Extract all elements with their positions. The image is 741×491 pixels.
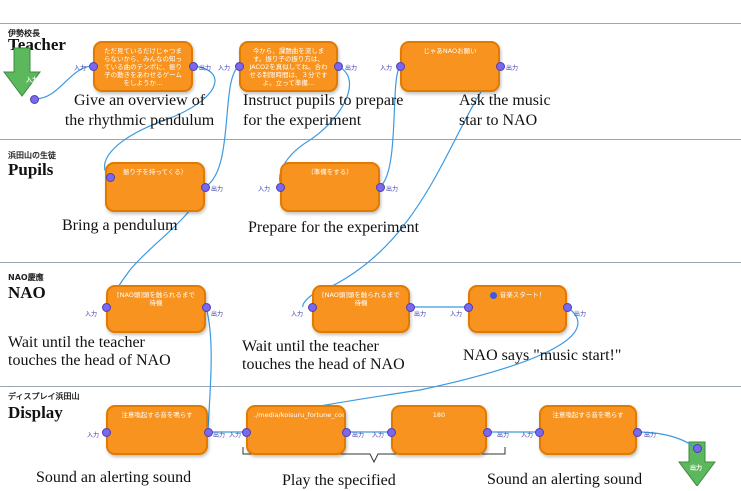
d3-in-label: 入力 <box>372 432 385 439</box>
n1-out-port[interactable] <box>202 303 211 312</box>
link-start-t1 <box>34 65 94 100</box>
d3-in-port[interactable] <box>387 428 396 437</box>
t2-out-label: 出力 <box>345 65 358 72</box>
step-display-alert-2[interactable]: 注意喚起する音を鳴らす <box>539 405 637 455</box>
p2-out-label: 出力 <box>386 186 399 193</box>
lane-nao-jp: NAO慶應 <box>8 273 44 282</box>
d2-in-port[interactable] <box>242 428 251 437</box>
d4-in-label: 入力 <box>521 432 534 439</box>
caption-music-start: NAO says "music start!" <box>463 347 622 364</box>
caption-wait-2: Wait until the teacher touches the head … <box>242 338 405 374</box>
d4-out-port[interactable] <box>633 428 642 437</box>
t3-in-label: 入力 <box>380 65 393 72</box>
lane-display-jp: ディスプレイ浜田山 <box>8 392 80 401</box>
t3-out-port[interactable] <box>496 62 505 71</box>
play-bracket <box>242 447 506 464</box>
n1-in-label: 入力 <box>85 311 98 318</box>
link-n1-d1 <box>205 306 212 431</box>
n2-out-port[interactable] <box>406 303 415 312</box>
step-pupils-bring[interactable]: 振り子を持ってくる） <box>105 162 205 212</box>
caption-overview-text: Give an overview of the rhythmic pendulu… <box>64 92 215 129</box>
end-port[interactable] <box>693 444 702 453</box>
caption-alert-2: Sound an alerting sound <box>487 471 643 488</box>
start-arrow-icon <box>3 47 41 97</box>
end-out-label: 出力 <box>690 465 703 472</box>
d2-in-label: 入力 <box>229 432 242 439</box>
p2-in-label: 入力 <box>258 186 271 193</box>
step-display-alert-1[interactable]: 注意喚起する音を鳴らす <box>106 405 208 455</box>
t2-out-port[interactable] <box>334 62 343 71</box>
caption-prepare: Prepare for the experiment <box>248 219 420 236</box>
link-p1-t2 <box>204 65 240 188</box>
n3-in-label: 入力 <box>450 311 463 318</box>
link-p2-t3 <box>379 65 401 188</box>
t1-in-label: 入力 <box>74 65 87 72</box>
n1-out-label: 出力 <box>211 311 224 318</box>
n2-out-label: 出力 <box>414 311 427 318</box>
start-port[interactable] <box>30 95 39 104</box>
n3-in-port[interactable] <box>464 303 473 312</box>
nao-music-text: 音楽スタート！ <box>499 291 546 299</box>
caption-ask-nao-text: Ask the music star to NAO <box>459 92 551 129</box>
p1-out-port[interactable] <box>201 183 210 192</box>
link-t3-n2 <box>302 65 501 308</box>
caption-wait-1-text: Wait until the teacher touches the head … <box>8 334 171 369</box>
lane-teacher-jp: 伊勢校長 <box>8 29 40 38</box>
n2-in-label: 入力 <box>291 311 304 318</box>
step-display-wait[interactable]: 180 <box>391 405 487 455</box>
p2-in-port[interactable] <box>276 183 285 192</box>
d3-out-label: 出力 <box>497 432 510 439</box>
t3-out-label: 出力 <box>506 65 519 72</box>
lane-pupils-label: Pupils <box>8 160 54 179</box>
n3-out-port[interactable] <box>563 303 572 312</box>
caption-instruct-text: Instruct pupils to prepare for the exper… <box>243 92 404 129</box>
n3-out-label: 出力 <box>574 311 587 318</box>
caption-instruct: Instruct pupils to prepare for the exper… <box>243 91 403 131</box>
step-nao-wait-2[interactable]: [NAO頭]頭を触られるまで待機 <box>312 285 410 333</box>
start-in-label: 入力 <box>26 77 39 84</box>
d4-in-port[interactable] <box>535 428 544 437</box>
d4-out-label: 出力 <box>644 432 657 439</box>
lane-pupils-jp: 浜田山の生徒 <box>8 151 56 160</box>
t1-out-label: 出力 <box>199 65 212 72</box>
step-nao-wait-1[interactable]: [NAO頭]頭を触られるまで待機 <box>106 285 206 333</box>
d1-out-label: 出力 <box>213 432 226 439</box>
p1-out-label: 出力 <box>211 186 224 193</box>
t1-in-port[interactable] <box>89 62 98 71</box>
d2-out-port[interactable] <box>342 428 351 437</box>
step-teacher-instruct[interactable]: 今から、課題曲を流します。振り子の振り方は、JACO2を真似してね。合わせる制限… <box>239 41 338 92</box>
t1-out-port[interactable] <box>189 62 198 71</box>
p2-out-port[interactable] <box>376 183 385 192</box>
step-teacher-overview[interactable]: ただ見ているだけじゃつまらないから、みんなの知っている曲のテンポに、振り子の動き… <box>93 41 193 92</box>
lane-nao-label: NAO <box>8 283 46 302</box>
step-pupils-prepare[interactable]: （準備をする） <box>280 162 380 212</box>
p1-in-port[interactable] <box>106 173 115 182</box>
d1-out-port[interactable] <box>204 428 213 437</box>
caption-alert-1: Sound an alerting sound <box>36 469 192 486</box>
caption-play: Play the specified <box>282 472 396 489</box>
d1-in-label: 入力 <box>87 432 100 439</box>
step-nao-music-start[interactable]: 音楽スタート！ <box>468 285 567 333</box>
t3-in-port[interactable] <box>396 62 405 71</box>
link-t1-p1 <box>104 65 216 178</box>
caption-wait-1: Wait until the teacher touches the head … <box>8 334 171 370</box>
n2-in-port[interactable] <box>308 303 317 312</box>
end-arrow-icon <box>678 441 716 486</box>
n1-in-port[interactable] <box>102 303 111 312</box>
nao-speech-icon <box>489 291 497 299</box>
d3-out-port[interactable] <box>483 428 492 437</box>
caption-wait-2-text: Wait until the teacher touches the head … <box>242 338 405 373</box>
caption-bring: Bring a pendulum <box>62 217 178 234</box>
step-teacher-ask-nao[interactable]: じゃあNAOお願い <box>400 41 500 92</box>
step-display-play[interactable]: ./media/koisuru_fortune_cookie.mp3,180 <box>246 405 346 455</box>
lane-display-label: Display <box>8 403 63 422</box>
d2-out-label: 出力 <box>352 432 365 439</box>
caption-ask-nao: Ask the music star to NAO <box>459 91 551 131</box>
d1-in-port[interactable] <box>102 428 111 437</box>
t2-in-label: 入力 <box>218 65 231 72</box>
caption-overview: Give an overview of the rhythmic pendulu… <box>52 91 227 131</box>
t2-in-port[interactable] <box>235 62 244 71</box>
